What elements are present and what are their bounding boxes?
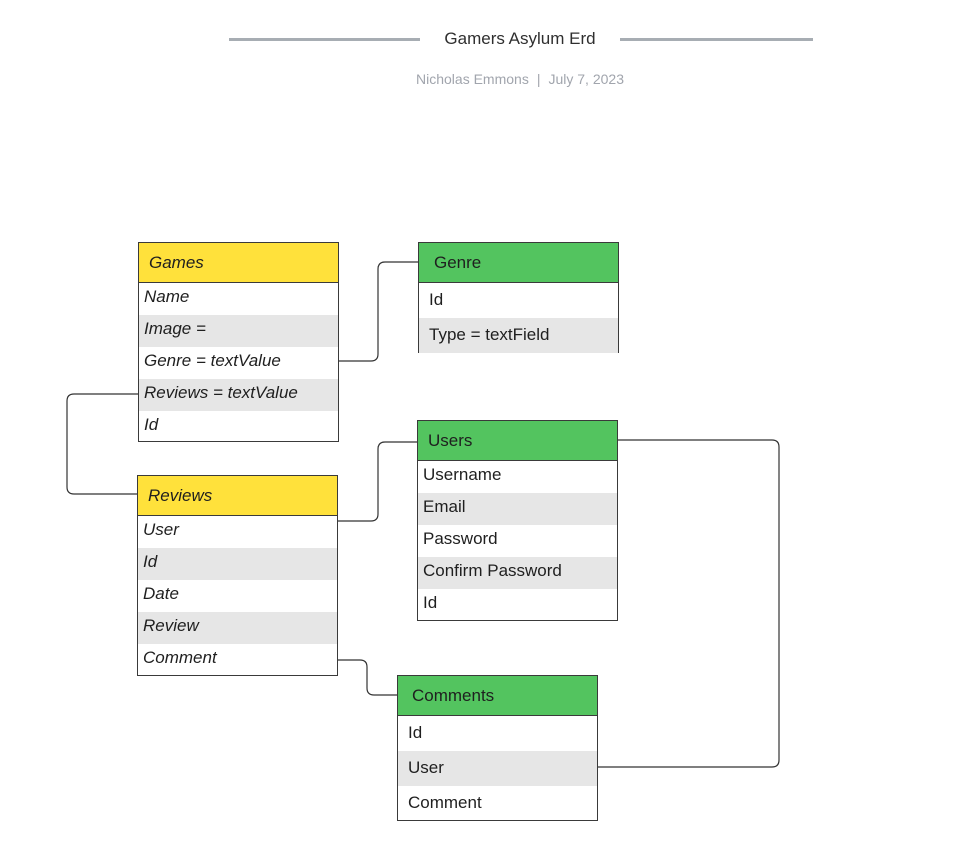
diagram-title: Gamers Asylum Erd [420, 28, 620, 50]
connector-games-genre[interactable] [339, 261, 418, 362]
field-row: Genre = textValue [144, 351, 281, 370]
field-row: Confirm Password [418, 557, 617, 589]
diagram-date: July 7, 2023 [548, 71, 624, 87]
entity-header: Genre [419, 243, 618, 283]
entity-reviews[interactable]: Reviews User Id Date Review Comment [137, 475, 338, 676]
meta-separator: | [536, 71, 541, 87]
entity-header: Games [139, 243, 338, 283]
entity-users[interactable]: Users Username Email Password Confirm Pa… [417, 420, 618, 621]
field-row: Id [138, 548, 337, 580]
field-row: Reviews = textValue [139, 379, 338, 411]
field-row: Username [423, 465, 502, 484]
field-row: User [143, 520, 179, 539]
field-row: Date [143, 584, 179, 603]
field-row: Name [144, 287, 190, 306]
entity-header: Reviews [138, 476, 337, 516]
field-row: Comment [408, 793, 482, 812]
field-row: Id [429, 290, 444, 309]
field-row: Id [144, 415, 159, 434]
connector-reviews-users[interactable] [337, 441, 417, 522]
author-name: Nicholas Emmons [416, 71, 529, 87]
entity-header: Comments [398, 676, 597, 716]
connector-users-comments[interactable] [597, 439, 780, 768]
field-row: Id [408, 723, 423, 742]
field-row: Review [138, 612, 337, 644]
field-row: User [398, 751, 597, 786]
entity-genre[interactable]: Genre Id Type = textField [418, 242, 619, 353]
connector-games-reviews[interactable] [66, 393, 138, 495]
field-row: Comment [143, 648, 217, 667]
field-row: Email [418, 493, 617, 525]
entity-games[interactable]: Games Name Image = Genre = textValue Rev… [138, 242, 339, 442]
field-row: Image = [139, 315, 338, 347]
field-row: Id [423, 593, 438, 612]
entity-comments[interactable]: Comments Id User Comment [397, 675, 598, 821]
field-row: Password [423, 529, 498, 548]
field-row: Type = textField [419, 318, 618, 353]
entity-header: Users [418, 421, 617, 461]
connector-reviews-comments[interactable] [337, 659, 397, 696]
diagram-meta: Nicholas Emmons | July 7, 2023 [360, 70, 680, 88]
